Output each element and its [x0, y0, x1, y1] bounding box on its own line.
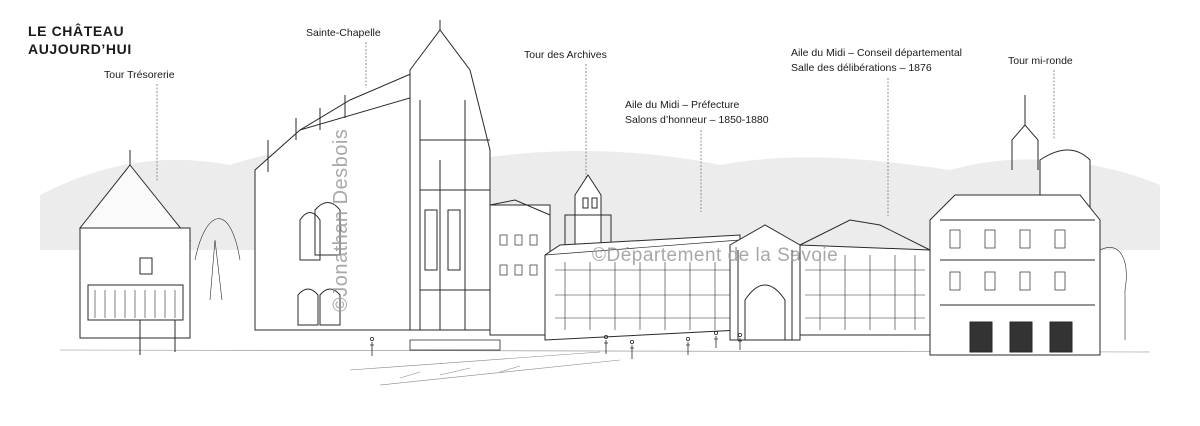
tour-tresorerie-drawing — [79, 150, 241, 355]
watermark-department: ©Département de la Savoie — [592, 245, 839, 266]
label-aile-prefecture: Aile du Midi – Préfecture Salons d’honne… — [625, 98, 769, 128]
label-tour-des-archives: Tour des Archives — [524, 49, 607, 61]
tour-mi-ronde-drawing — [929, 95, 1127, 356]
label-aile-conseil-line-1: Aile du Midi – Conseil départemental — [791, 47, 963, 59]
aile-prefecture-drawing — [544, 234, 741, 341]
title-line-2: AUJOURD’HUI — [28, 41, 132, 57]
title-line-1: LE CHÂTEAU — [28, 23, 125, 39]
leader-lines — [156, 42, 1055, 216]
label-aile-prefecture-line-1: Aile du Midi – Préfecture — [625, 99, 740, 111]
label-sainte-chapelle: Sainte-Chapelle — [306, 27, 381, 39]
sainte-chapelle-drawing — [254, 20, 501, 351]
people — [369, 330, 743, 359]
central-pavilion-drawing — [729, 224, 801, 341]
label-tour-tresorerie: Tour Trésorerie — [104, 69, 175, 81]
watermark-artist: ©Jonathan Desbois — [330, 128, 352, 312]
label-aile-prefecture-line-2: Salons d’honneur – 1850-1880 — [625, 114, 769, 126]
label-aile-conseil: Aile du Midi – Conseil départemental Sal… — [791, 46, 962, 76]
tour-des-archives-drawing — [489, 174, 612, 336]
page-title: LE CHÂTEAU AUJOURD’HUI — [28, 22, 132, 58]
label-aile-conseil-line-2: Salle des délibérations – 1876 — [791, 62, 932, 74]
label-tour-mi-ronde: Tour mi-ronde — [1008, 55, 1073, 67]
